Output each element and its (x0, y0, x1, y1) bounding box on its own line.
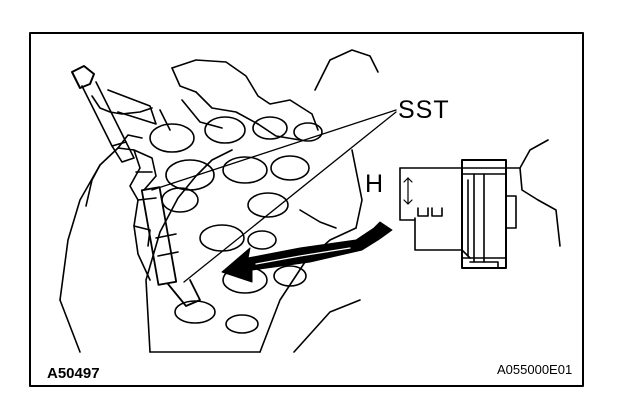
figure-frame (29, 32, 584, 387)
sst-leader-lines (151, 109, 397, 283)
sst-hammer (71, 65, 157, 163)
lifter-bores (149, 116, 323, 334)
figure-id-label: A50497 (47, 365, 100, 382)
arrow-highlight (255, 247, 351, 265)
right-hand (159, 59, 319, 141)
sst-label: SST (398, 96, 450, 124)
reference-code-label: A055000E01 (497, 362, 573, 377)
height-h-label: H (365, 170, 384, 198)
lifter-detail-inset (399, 139, 561, 269)
sst-push-rod (140, 186, 201, 307)
direction-arrow (221, 221, 393, 283)
cylinder-head-outline (145, 49, 379, 353)
left-hand (59, 134, 157, 353)
